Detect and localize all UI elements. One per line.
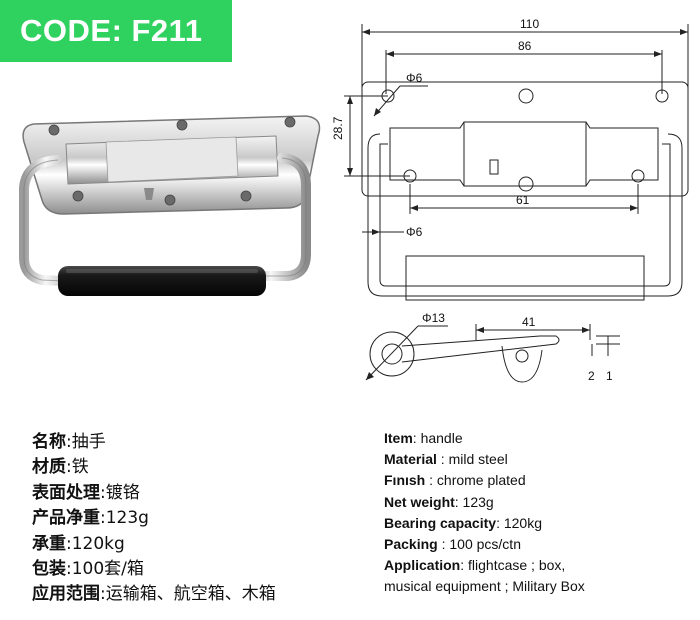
- dim-label-61: 61: [516, 193, 530, 207]
- dim-label-110: 110: [520, 17, 539, 31]
- product-code-badge: CODE: F211: [0, 0, 232, 62]
- dim-label-1: 1: [606, 369, 613, 383]
- spec-row-en: Application: flightcase ; box,: [384, 557, 566, 574]
- specifications-section: 名称:抽手 材质:铁 表面处理:镀铬 产品净重:123g 承重:120kg 包装…: [0, 420, 700, 620]
- dim-label-28-7: 28.7: [331, 116, 345, 140]
- specs-english: Item: handle Material : mild steel Fınıs…: [384, 428, 585, 598]
- spec-row-en: Net weight: 123g: [384, 493, 494, 510]
- dim-label-86: 86: [518, 39, 532, 53]
- spec-row-cn: 材质:铁: [32, 457, 89, 478]
- spec-row-cn: 表面处理:镀铬: [32, 482, 140, 503]
- spec-row-en: Bearing capacity: 120kg: [384, 514, 542, 531]
- spec-row-cn: 名称:抽手: [32, 432, 106, 452]
- drawing-plate: [361, 81, 689, 197]
- spec-row-en: Packing : 100 pcs/ctn: [384, 536, 521, 553]
- drawing-grip: [405, 255, 645, 301]
- spec-row-en: Material : mild steel: [384, 451, 508, 468]
- spec-row-en: Item: handle: [384, 430, 463, 446]
- mounting-holes: [48, 116, 296, 206]
- dim-label-phi6-side: Φ6: [406, 225, 423, 239]
- spec-row-cn: 应用范围:运输箱、航空箱、木箱: [32, 584, 276, 605]
- spec-row-cn: 产品净重:123g: [32, 508, 149, 529]
- dim-label-2: 2: [588, 369, 595, 383]
- spec-row-en: musical equipment ; Military Box: [384, 578, 585, 595]
- dim-label-41: 41: [522, 315, 536, 329]
- spec-row-cn: 承重:120kg: [32, 533, 125, 554]
- drawing-bail: [367, 133, 683, 297]
- rubber-grip: [58, 266, 266, 296]
- side-profile-ring: [369, 331, 415, 377]
- technical-drawing: 110 86 Φ6 28.7 61 Φ6 Φ13 41 2 1: [331, 17, 689, 383]
- specs-chinese: 名称:抽手 材质:铁 表面处理:镀铬 产品净重:123g 承重:120kg 包装…: [32, 430, 276, 608]
- product-photo: [19, 115, 321, 296]
- spec-row-cn: 包装:100套/箱: [32, 559, 144, 580]
- dim-label-phi13: Φ13: [422, 311, 445, 325]
- spec-row-en: Fınısh : chrome plated: [384, 472, 526, 489]
- dim-label-phi6-top: Φ6: [406, 71, 423, 85]
